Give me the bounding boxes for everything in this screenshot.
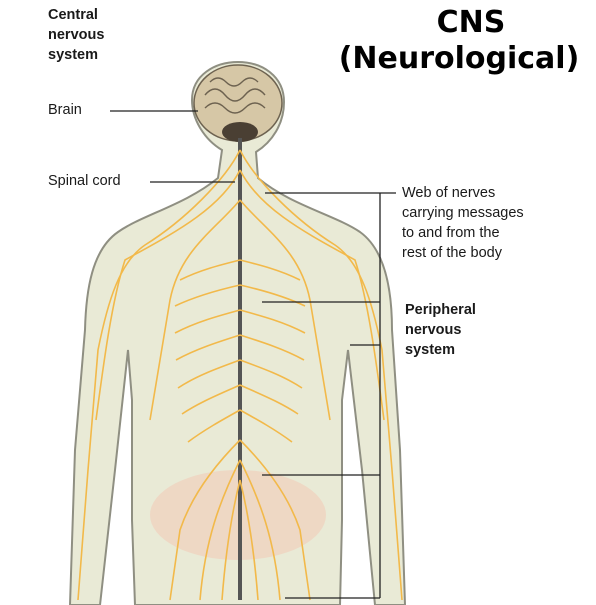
cns-label-line3: system: [48, 46, 98, 64]
title-cns: CNS: [396, 4, 546, 42]
web-label-line3: to and from the: [402, 224, 500, 242]
pns-label-line2: nervous: [405, 321, 461, 339]
title-neurological: (Neurological): [322, 40, 596, 78]
cns-label-line2: nervous: [48, 26, 104, 44]
pns-label-line1: Peripheral: [405, 301, 476, 319]
pns-label-line3: system: [405, 341, 455, 359]
web-label-line4: rest of the body: [402, 244, 502, 262]
cns-label-line1: Central: [48, 6, 98, 24]
web-label-line1: Web of nerves: [402, 184, 495, 202]
brain-label: Brain: [48, 101, 82, 119]
spinal-cord-label: Spinal cord: [48, 172, 121, 190]
web-label-line2: carrying messages: [402, 204, 524, 222]
